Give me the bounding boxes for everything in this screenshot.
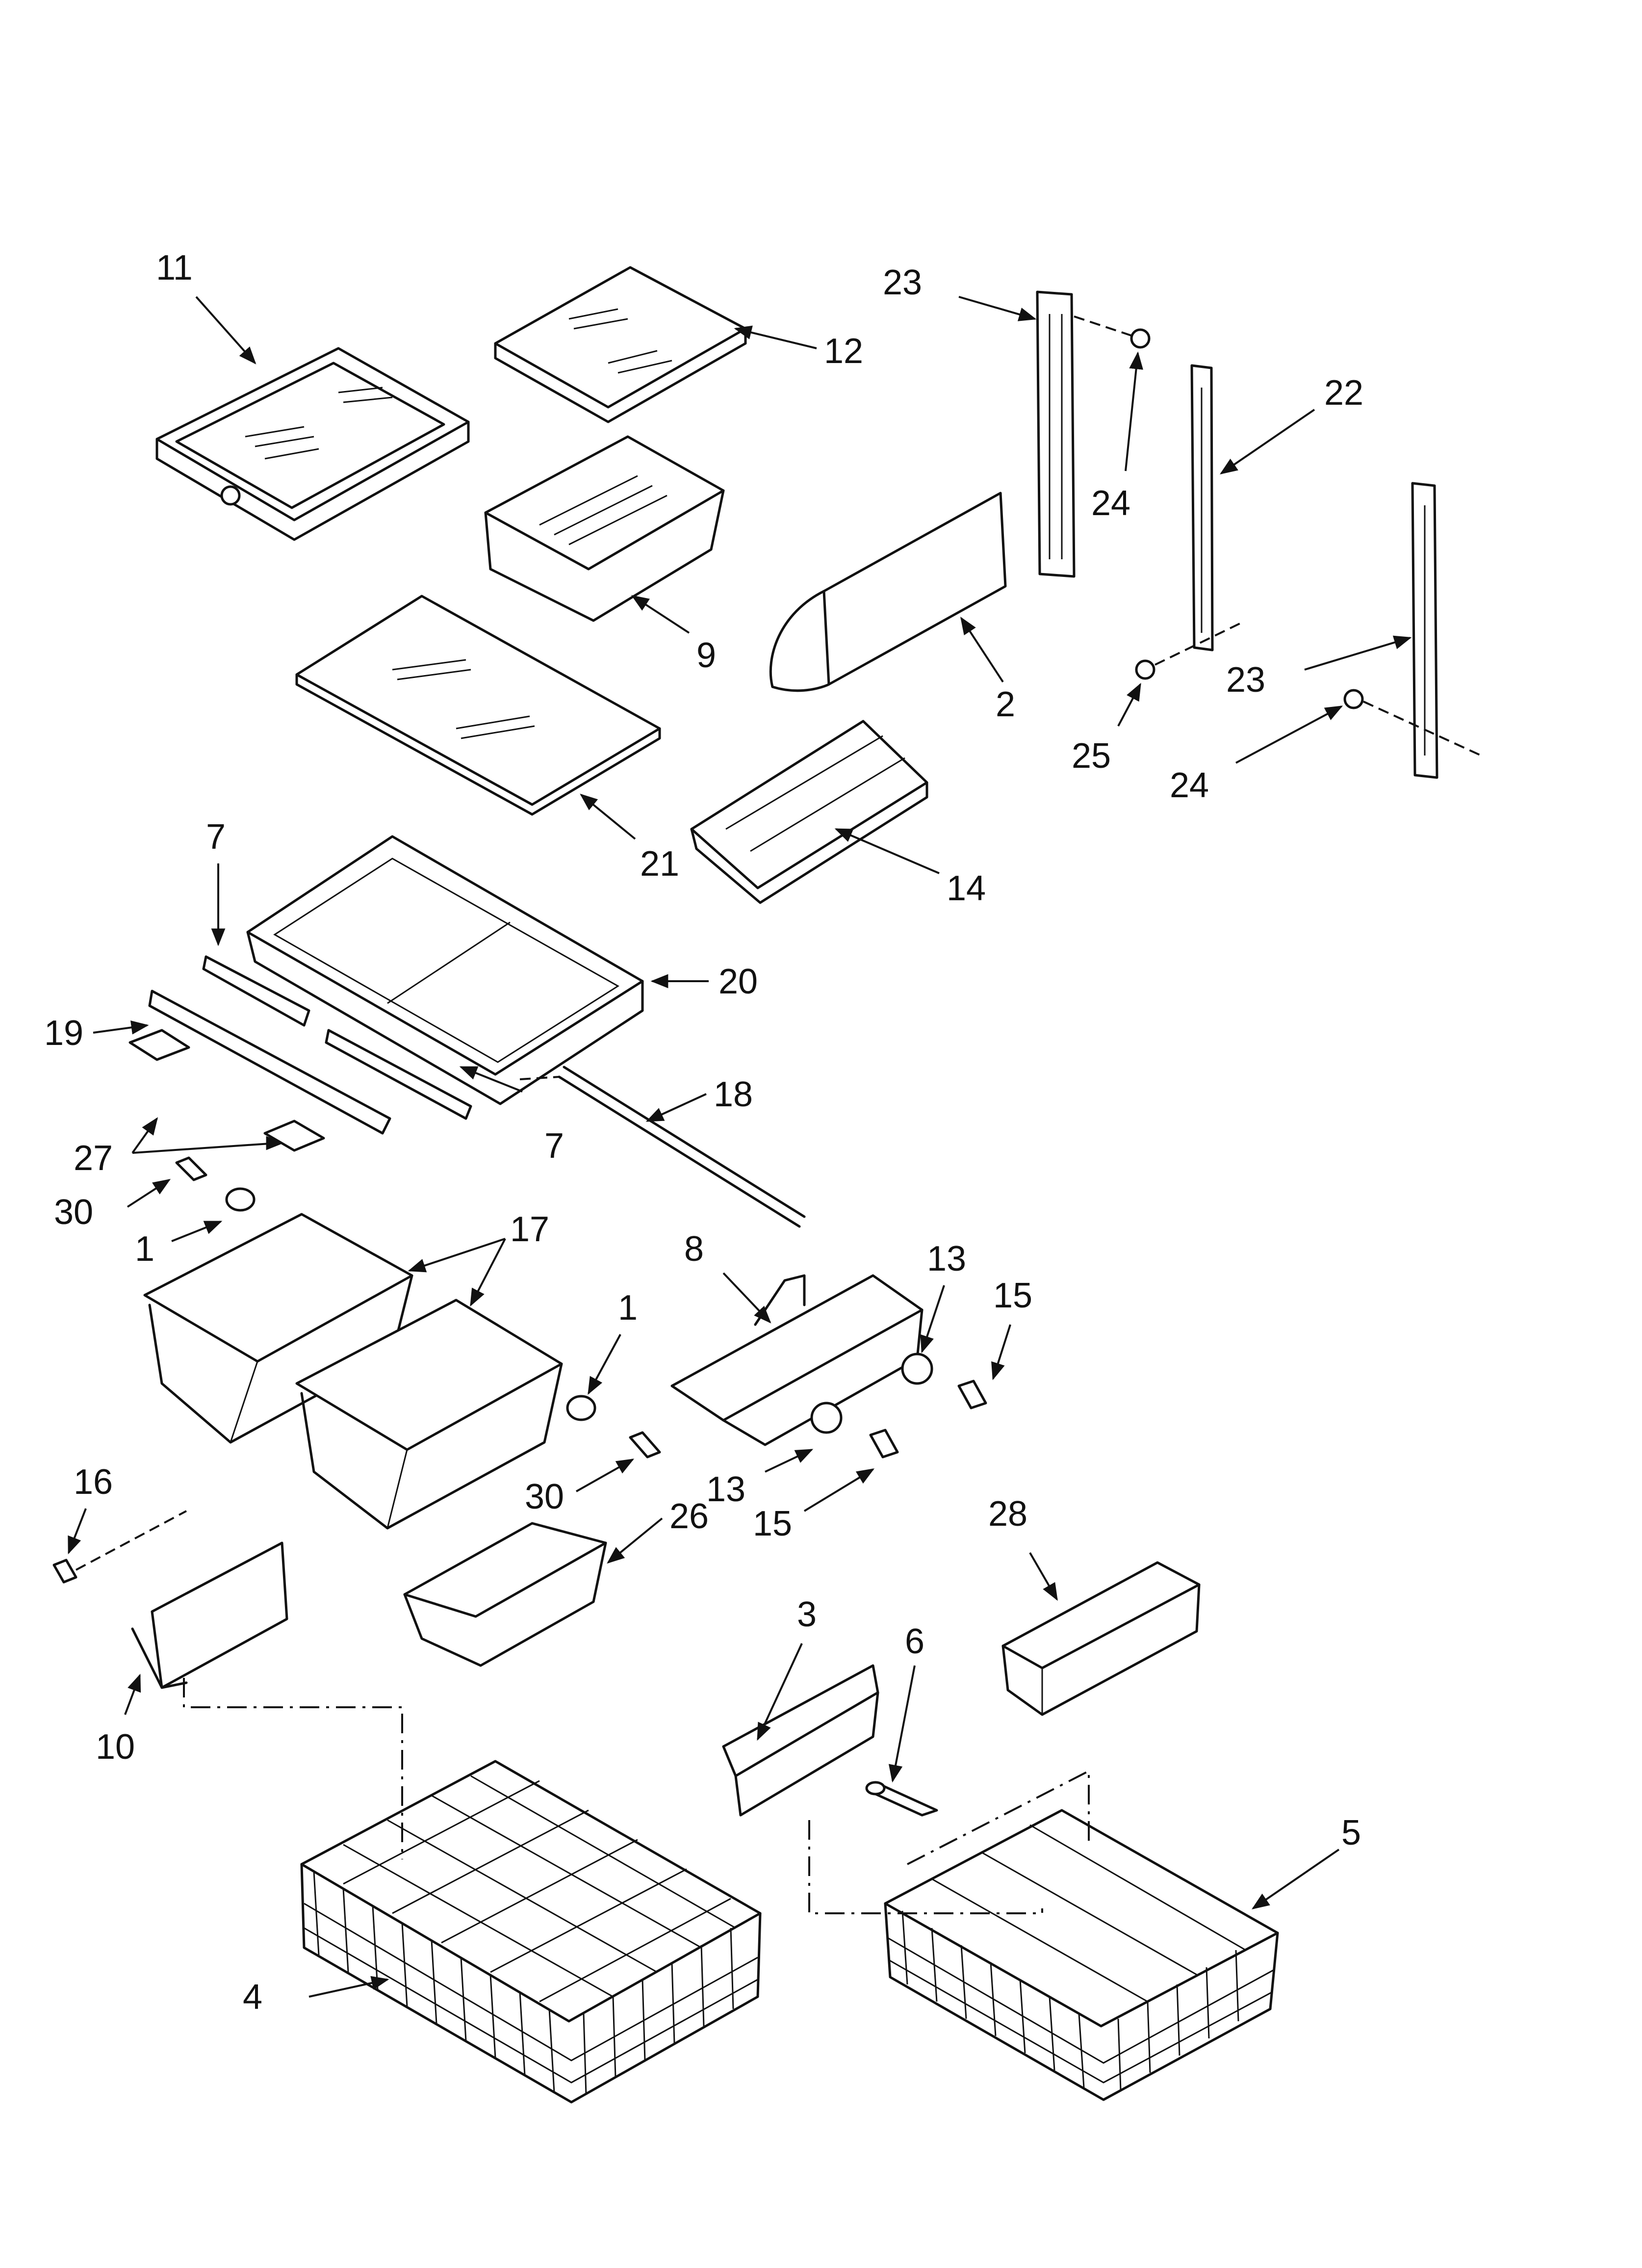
callout-1-lower: 1	[618, 1288, 638, 1328]
part-23-rail-left[interactable]	[1036, 290, 1076, 578]
callout-15-upper: 15	[993, 1276, 1032, 1315]
callout-15-lower: 15	[753, 1504, 792, 1543]
part-23-rail-right[interactable]	[1411, 482, 1438, 779]
part-8-bracket[interactable]	[670, 1274, 924, 1446]
part-30-screw-lower[interactable]	[629, 1431, 661, 1459]
part-9-pan[interactable]	[484, 435, 725, 622]
callout-9: 9	[696, 636, 716, 675]
part-10-divider[interactable]	[131, 1541, 288, 1689]
callout-3: 3	[797, 1595, 817, 1634]
part-24-screw-lower[interactable]	[1343, 689, 1482, 756]
callout-11: 11	[156, 248, 193, 287]
callout-19: 19	[44, 1014, 83, 1053]
callout-7-upper: 7	[206, 817, 226, 857]
callout-7-lower: 7	[544, 1126, 564, 1166]
callout-1-upper: 1	[135, 1229, 154, 1269]
part-20-frame[interactable]	[246, 835, 644, 1105]
callout-4: 4	[243, 1978, 262, 2017]
reference-lines	[183, 1076, 1090, 1914]
leader-arrows	[68, 296, 1412, 1998]
part-5-wire-basket[interactable]	[884, 1809, 1279, 2101]
part-17-crisper-right[interactable]	[295, 1299, 563, 1530]
callout-21: 21	[640, 844, 679, 884]
callout-30-lower: 30	[525, 1477, 564, 1516]
part-2-cover[interactable]	[769, 492, 1007, 692]
part-13-spacer-lower[interactable]	[810, 1402, 843, 1434]
callout-25: 25	[1072, 736, 1111, 776]
callout-27: 27	[74, 1139, 113, 1178]
part-16-screw[interactable]	[52, 1510, 187, 1584]
callout-26: 26	[669, 1497, 709, 1536]
callout-2: 2	[996, 685, 1015, 724]
callout-5: 5	[1341, 1813, 1361, 1852]
callout-labels: 11 12 9 2 23 24 22 23 25 24 21 14 7 20 1…	[44, 248, 1363, 2017]
callout-14: 14	[947, 869, 986, 908]
part-11-glass-shelf[interactable]	[155, 347, 470, 541]
callout-16: 16	[74, 1462, 113, 1502]
callout-23-lower: 23	[1226, 660, 1265, 700]
part-3-divider[interactable]	[722, 1664, 879, 1817]
part-19-trim[interactable]	[148, 990, 391, 1135]
callout-17: 17	[510, 1210, 549, 1249]
part-13-spacer-upper[interactable]	[901, 1353, 933, 1385]
part-1-spacer-upper[interactable]	[225, 1187, 256, 1212]
part-7-trim-lower[interactable]	[325, 1029, 472, 1120]
part-1-spacer-lower[interactable]	[566, 1395, 596, 1421]
callout-24-upper: 24	[1091, 484, 1130, 523]
part-25-screw[interactable]	[1135, 622, 1241, 680]
part-22-rail[interactable]	[1190, 364, 1214, 652]
callout-6: 6	[905, 1622, 924, 1661]
part-7-trim-upper[interactable]	[202, 955, 310, 1027]
part-15-screw-lower[interactable]	[869, 1429, 899, 1459]
callout-23-upper: 23	[883, 263, 922, 302]
callout-13-upper: 13	[927, 1239, 966, 1278]
callout-24-lower: 24	[1170, 766, 1209, 805]
part-14-ice-tray[interactable]	[690, 720, 928, 904]
part-27-bracket-upper[interactable]	[128, 1029, 190, 1061]
callout-20: 20	[718, 962, 758, 1001]
callout-18: 18	[714, 1075, 753, 1114]
callout-10: 10	[96, 1727, 135, 1767]
part-4-wire-basket[interactable]	[300, 1760, 762, 2104]
callout-12: 12	[824, 332, 863, 371]
part-12-shelf[interactable]	[494, 266, 747, 423]
part-18-rod[interactable]	[558, 1066, 806, 1228]
part-27-bracket-lower[interactable]	[263, 1120, 325, 1152]
part-6-pin[interactable]	[865, 1781, 938, 1817]
callout-28: 28	[988, 1494, 1027, 1534]
part-26-bin[interactable]	[403, 1522, 607, 1667]
callout-30-upper: 30	[54, 1193, 93, 1232]
callout-22: 22	[1324, 373, 1363, 413]
callout-13-lower: 13	[706, 1470, 745, 1509]
part-15-screw-upper[interactable]	[957, 1380, 987, 1409]
callout-8: 8	[684, 1229, 704, 1269]
part-17-crisper-left[interactable]	[143, 1213, 413, 1444]
part-24-screw-upper[interactable]	[1074, 315, 1151, 349]
part-21-glass-panel[interactable]	[295, 595, 661, 816]
part-30-screw-upper[interactable]	[175, 1156, 207, 1181]
part-28-door-bin[interactable]	[1001, 1561, 1201, 1716]
